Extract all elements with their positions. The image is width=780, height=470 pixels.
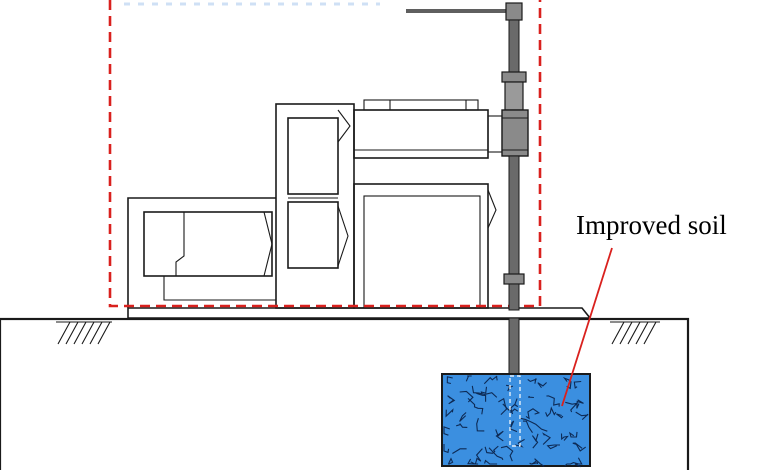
soil-crack: [531, 433, 539, 449]
soil-crack: [474, 448, 483, 465]
soil-crack: [576, 399, 584, 409]
soil-crack: [456, 423, 468, 428]
soil-crack: [519, 417, 548, 432]
soil-crack: [509, 420, 518, 433]
ground-hatch-right: [610, 321, 660, 345]
soil-crack: [574, 457, 583, 468]
soil-crack: [476, 392, 487, 402]
improved-soil-label: Improved soil: [576, 210, 727, 240]
soil-crack: [446, 376, 453, 385]
ground-hatch-left: [56, 321, 112, 345]
soil-crack: [488, 447, 504, 461]
soil-crack: [459, 412, 467, 422]
label-leader-line: [561, 247, 613, 407]
soil-crack: [498, 397, 508, 415]
soil-crack: [495, 429, 504, 442]
soil-crack: [529, 462, 538, 465]
ground-outline: [0, 317, 690, 470]
soil-crack: [452, 448, 467, 454]
soil-crack: [483, 375, 498, 385]
soil-crack: [545, 406, 557, 418]
soil-crack: [564, 462, 579, 467]
soil-crack: [447, 395, 456, 405]
soil-crack: [465, 375, 472, 382]
soil-crack: [484, 459, 498, 465]
soil-crack: [525, 408, 541, 420]
soil-crack: [546, 444, 560, 450]
soil-crack: [546, 395, 560, 407]
soil-crack: [573, 380, 582, 389]
soil-crack: [467, 397, 484, 415]
soil-crack: [471, 385, 498, 398]
drill-mast: [406, 2, 529, 377]
soil-crack: [528, 396, 534, 399]
machine-base-plate: [127, 307, 592, 319]
improved-soil-block: [441, 373, 591, 468]
soil-crack: [445, 408, 454, 418]
soil-crack: [447, 457, 454, 465]
machine-body: [127, 99, 503, 309]
soil-crack: [459, 390, 474, 403]
soil-crack: [568, 431, 578, 438]
soil-crack: [510, 408, 519, 415]
soil-crack: [575, 411, 589, 421]
soil-crack: [542, 432, 551, 445]
soil-crack: [443, 444, 450, 454]
equipment-boundary: [108, 0, 542, 308]
soil-crack: [500, 445, 514, 462]
soil-crack: [467, 458, 476, 465]
soil-crack: [443, 426, 450, 436]
soil-crack: [556, 413, 564, 419]
soil-crack: [531, 458, 545, 467]
soil-crack: [560, 433, 569, 441]
soil-crack: [522, 420, 533, 434]
soil-crack: [476, 418, 485, 432]
soil-crack: [502, 398, 519, 411]
soil-crack: [572, 442, 587, 452]
soil-crack: [527, 378, 537, 384]
soil-crack: [537, 382, 547, 389]
